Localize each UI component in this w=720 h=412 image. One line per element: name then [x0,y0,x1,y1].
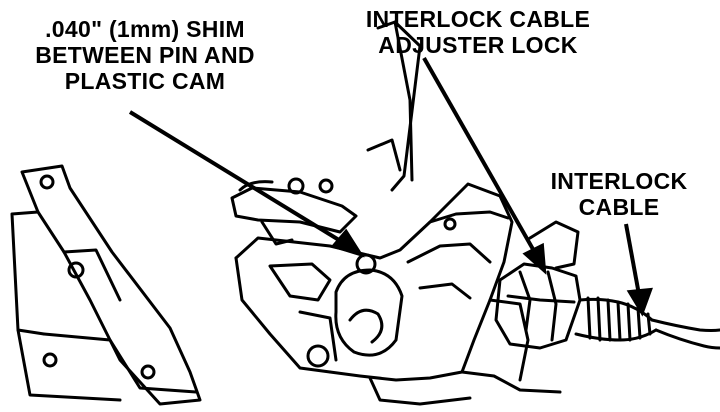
adjuster-lock-callout: INTERLOCK CABLE ADJUSTER LOCK [342,6,614,58]
shim-callout: .040" (1mm) SHIM BETWEEN PIN AND PLASTIC… [14,16,276,94]
plastic-cam [298,253,404,368]
interlock-cable [574,296,720,350]
shim-arrow-head [330,228,365,258]
adjuster-lock-callout-line: INTERLOCK CABLE [365,6,591,32]
mounting-bracket [10,164,202,406]
adjuster-lock-callout-line: ADJUSTER LOCK [378,32,578,58]
shim-callout-line: PLASTIC CAM [64,68,226,94]
interlock-cable-callout-line: INTERLOCK [550,168,688,194]
shifter-housing [234,182,562,406]
interlock-cable-callout-line: CABLE [578,194,660,220]
adjuster-lock [494,220,582,350]
leader-arrows [128,57,653,317]
shim-callout-line: .040" (1mm) SHIM [45,16,245,42]
shift-column [366,20,422,192]
cable-arrow-line [624,223,642,301]
shim-arrow-line [128,110,354,250]
interlock-cable-callout: INTERLOCK CABLE [538,168,700,220]
adjuster-arrow-line [422,57,540,259]
cable-arrow-head [626,287,653,317]
adjuster-arrow-head [522,242,547,275]
shim-callout-line: BETWEEN PIN AND [35,42,255,68]
